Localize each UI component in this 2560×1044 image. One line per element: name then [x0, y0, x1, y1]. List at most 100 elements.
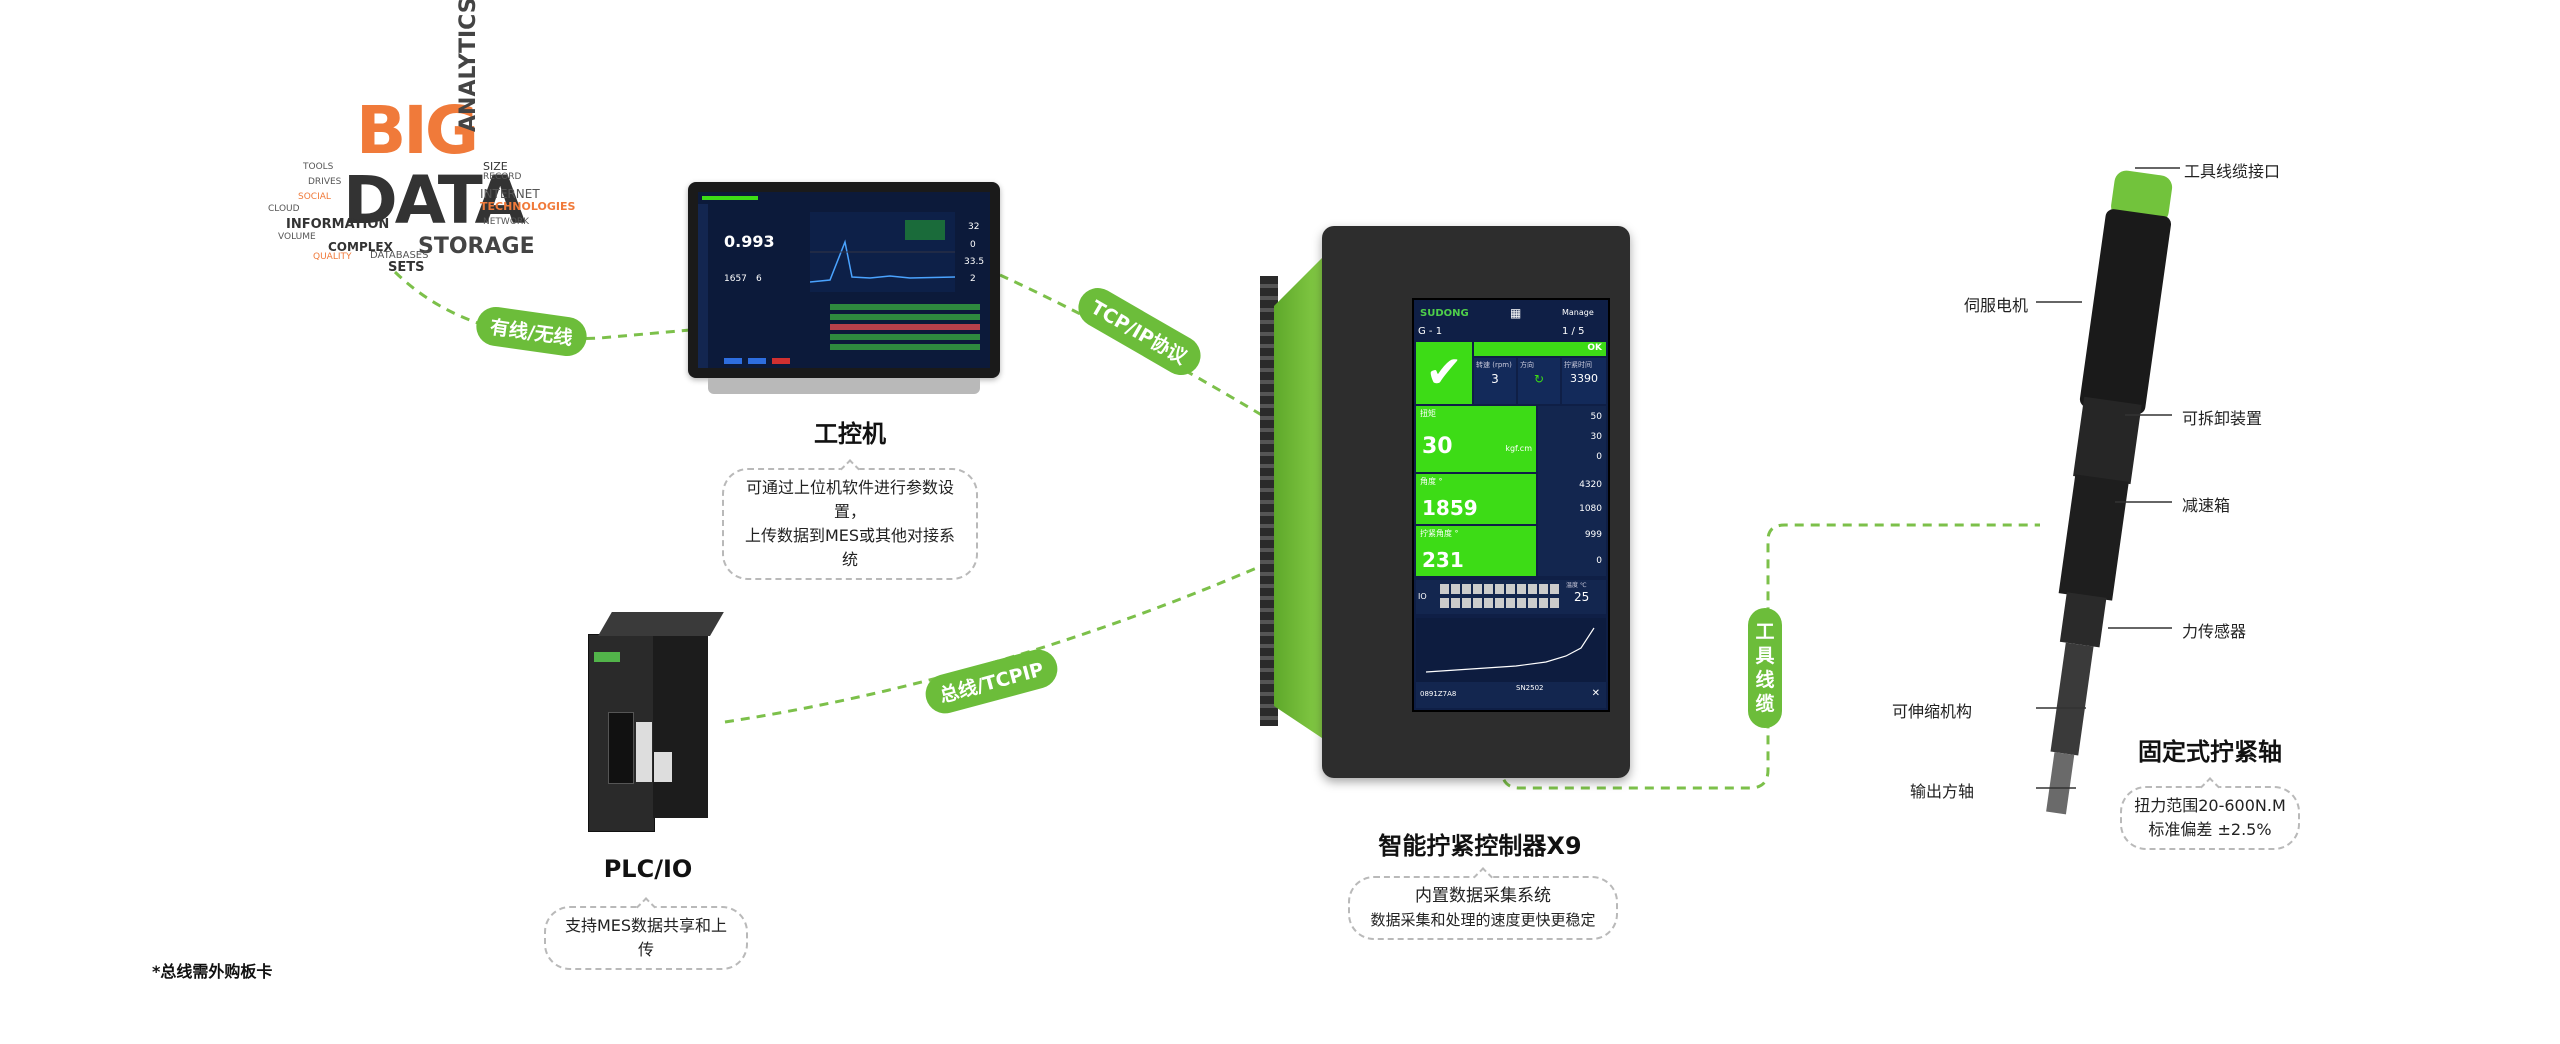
- serial-number: 0891Z7A8: [1420, 690, 1457, 698]
- controller-page[interactable]: 1 / 5: [1562, 326, 1585, 337]
- ipc-screen-value-3: 6: [756, 274, 762, 284]
- line-ipc-controller: [999, 273, 1271, 422]
- count-label: 拧紧时间: [1564, 361, 1592, 369]
- torque-tile: 扭矩 30 kgf.cm: [1416, 406, 1536, 472]
- bigdata-word: VOLUME: [278, 232, 316, 242]
- angle-tile: 角度 ° 1859: [1416, 474, 1536, 524]
- angle-value: 1859: [1422, 496, 1478, 520]
- bigdata-word: SIZE: [483, 160, 508, 173]
- ok-banner: OK: [1474, 342, 1606, 356]
- callout-detachable: 可拆卸装置: [2182, 409, 2263, 428]
- count-value: 3390: [1570, 372, 1598, 385]
- plc-title: PLC/IO: [603, 855, 693, 883]
- bigdata-word: QUALITY: [313, 252, 352, 262]
- bigdata-word: INFORMATION: [286, 217, 390, 232]
- industrial-pc-image: 0.993 1657 6 32 0 33.5 2: [688, 182, 1000, 394]
- bigdata-word: INTERNET: [480, 187, 540, 201]
- io-outputs: [1440, 598, 1560, 608]
- controller-image: SUDONG ▦ Manage G - 1 1 / 5 ✔ OK 转速 (rpm…: [1260, 226, 1630, 778]
- angle-label: 角度 °: [1420, 477, 1443, 486]
- ipc-title: 工控机: [814, 420, 886, 448]
- ipc-screen-value-6: 33.5: [964, 257, 985, 267]
- serial-number-2: SN2502: [1516, 684, 1544, 692]
- controller-footer: 0891Z7A8 SN2502 ✕: [1416, 682, 1606, 708]
- bigdata-word: TECHNOLOGIES: [480, 200, 576, 213]
- close-icon[interactable]: ✕: [1591, 688, 1600, 699]
- controller-program[interactable]: G - 1: [1418, 326, 1443, 337]
- callout-sensor: 力传感器: [2182, 622, 2247, 641]
- check-icon: ✔: [1425, 347, 1463, 398]
- plc-terminal: [636, 722, 652, 782]
- plc-image: [588, 612, 724, 832]
- plc-display: [594, 652, 620, 662]
- bigdata-word: NETWORK: [483, 217, 530, 227]
- spindle-description: 扭力范围20-600N.M 标准偏差 ±2.5%: [2120, 786, 2300, 850]
- ipc-screen: 0.993 1657 6 32 0 33.5 2: [698, 192, 990, 368]
- spindle-title: 固定式拧紧轴: [2138, 738, 2282, 766]
- torque-value: 30: [1422, 434, 1453, 459]
- limit-value: 1080: [1579, 504, 1602, 514]
- final-angle-label: 拧紧角度 °: [1420, 529, 1459, 538]
- ok-check-tile: ✔: [1416, 342, 1472, 404]
- ipc-desc-line2: 上传数据到MES或其他对接系统: [744, 526, 956, 569]
- bigdata-word: STORAGE: [418, 234, 535, 259]
- ipc-screen-sidebar: [698, 204, 708, 368]
- io-label: IO: [1418, 592, 1427, 601]
- controller-desc-line1: 内置数据采集系统: [1415, 886, 1551, 906]
- torque-label: 扭矩: [1420, 409, 1436, 418]
- footnote: *总线需外购板卡: [152, 962, 273, 981]
- plc-connector: [608, 712, 634, 784]
- plc-side-heatsink: [653, 620, 708, 818]
- bigdata-word: TOOLS: [303, 162, 334, 172]
- plc-description: 支持MES数据共享和上传: [544, 906, 748, 970]
- ipc-screen-table: [810, 298, 980, 358]
- bigdata-word: SETS: [388, 260, 425, 275]
- ipc-screen-chart: [810, 212, 955, 292]
- spindle-telescopic: [2050, 642, 2094, 756]
- callout-servo-motor: 伺服电机: [1964, 296, 2029, 315]
- plc-terminal-2: [654, 752, 672, 782]
- temp-value: 25: [1574, 590, 1590, 604]
- bigdata-word: SOCIAL: [298, 192, 331, 202]
- limit-value: 0: [1596, 452, 1602, 462]
- final-angle-value: 231: [1422, 548, 1464, 572]
- direction-icon: ↻: [1533, 372, 1545, 386]
- count-cell: 拧紧时间 3390: [1562, 358, 1606, 404]
- io-inputs: [1440, 584, 1560, 594]
- label-tool-cable: 工具线缆: [1748, 608, 1782, 728]
- ipc-screen-value-5: 0: [970, 240, 976, 250]
- spindle-gearbox: [2058, 474, 2129, 601]
- ipc-description: 可通过上位机软件进行参数设置， 上传数据到MES或其他对接系统: [722, 468, 978, 580]
- controller-title: 智能拧紧控制器X9: [1378, 832, 1582, 860]
- temp-label: 温度 ℃: [1566, 582, 1587, 589]
- direction-cell: 方向 ↻: [1518, 358, 1560, 404]
- controller-screen: SUDONG ▦ Manage G - 1 1 / 5 ✔ OK 转速 (rpm…: [1412, 298, 1610, 712]
- ok-text: OK: [1587, 343, 1602, 353]
- bigdata-word: DRIVES: [308, 177, 342, 187]
- spindle-shaft: [2046, 752, 2075, 815]
- limit-value: 50: [1590, 412, 1602, 422]
- limit-value: 30: [1590, 432, 1602, 442]
- limit-value: 0: [1596, 556, 1602, 566]
- speed-cell: 转速 (rpm) 3: [1474, 358, 1516, 404]
- bigdata-big-text: BIG: [356, 92, 479, 169]
- controller-desc-line2: 数据采集和处理的速度更快更稳定: [1370, 911, 1596, 929]
- torque-unit: kgf.cm: [1505, 444, 1532, 453]
- direction-label: 方向: [1520, 361, 1534, 369]
- ipc-desc-line1: 可通过上位机软件进行参数设置，: [745, 478, 954, 521]
- controller-manage[interactable]: Manage: [1562, 308, 1594, 317]
- spindle-motor: [2079, 209, 2172, 415]
- limit-value: 4320: [1579, 480, 1602, 490]
- bigdata-word: DATABASES: [370, 250, 429, 261]
- grid-icon[interactable]: ▦: [1510, 306, 1522, 320]
- spindle-sensor: [2059, 592, 2107, 648]
- ipc-stand: [708, 378, 980, 394]
- ipc-screen-value: 0.993: [724, 232, 775, 251]
- bigdata-data-text: DATA: [343, 162, 526, 239]
- controller-brand: SUDONG: [1420, 308, 1469, 319]
- callout-output-shaft: 输出方轴: [1910, 782, 1975, 801]
- io-row: IO 温度 ℃ 25: [1416, 580, 1606, 614]
- spindle-cap: [2111, 170, 2173, 224]
